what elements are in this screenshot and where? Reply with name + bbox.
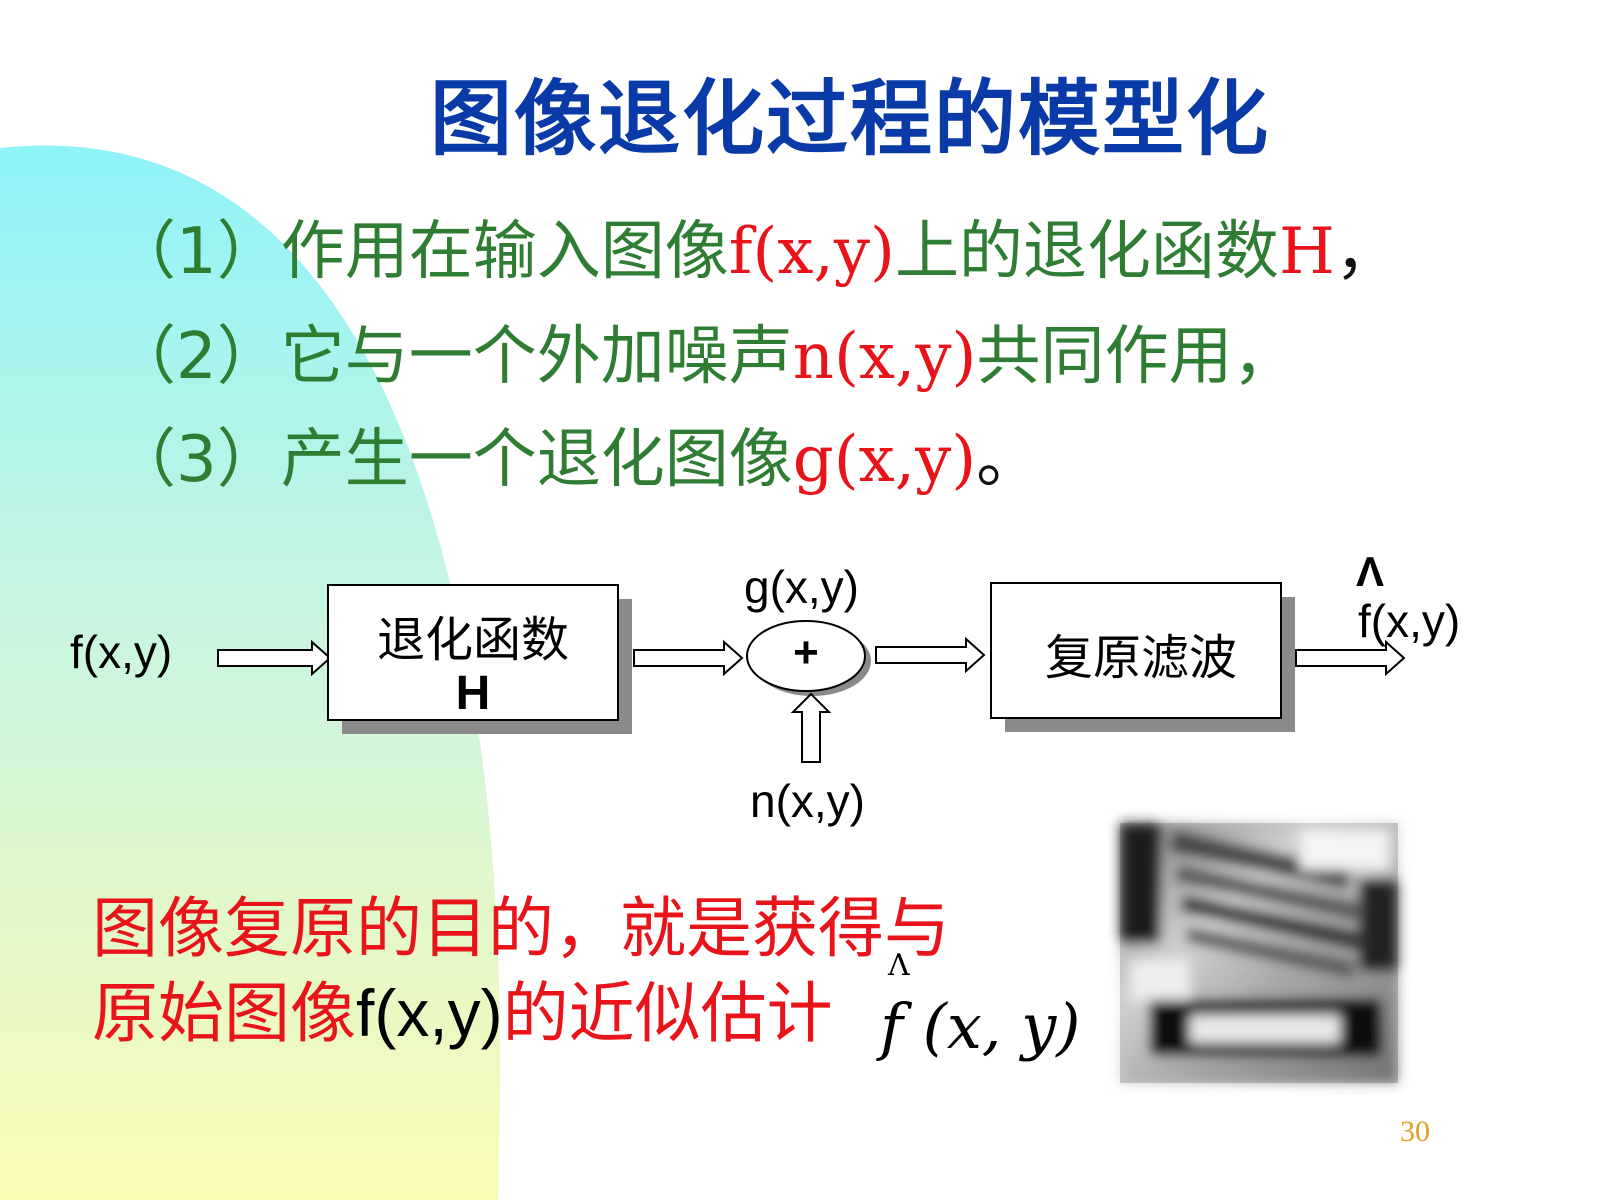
estimate-expr: f (x, y) bbox=[880, 990, 1081, 1063]
background-curve-shape bbox=[0, 145, 501, 1200]
point-2-text: 它与一个外加噪声 bbox=[280, 320, 793, 394]
estimate-hat: Λ bbox=[888, 948, 910, 983]
noise-label: n(x,y) bbox=[750, 775, 865, 827]
conclusion-line-2-pre: 原始图像 bbox=[92, 975, 356, 1052]
point-3-number: （3） bbox=[112, 423, 281, 497]
point-2-expr: n(x,y) bbox=[792, 320, 977, 394]
point-1: （1）作用在输入图像f(x,y)上的退化函数H， bbox=[112, 200, 1399, 292]
degradation-box bbox=[327, 584, 632, 734]
point-3-expr: g(x,y) bbox=[792, 423, 977, 497]
point-3: （3）产生一个退化图像g(x,y)。 bbox=[112, 408, 1040, 500]
point-1-text-2: 上的退化函数 bbox=[894, 215, 1279, 289]
arrow-to-sum bbox=[633, 639, 744, 677]
degradation-box-label: 退化函数 bbox=[376, 612, 569, 668]
blurred-photo-icon bbox=[1120, 823, 1398, 1083]
conclusion-expr: f(x,y) bbox=[356, 976, 503, 1050]
restoration-box-label: 复原滤波 bbox=[1044, 630, 1237, 686]
sum-symbol: + bbox=[793, 628, 819, 677]
point-3-end: 。 bbox=[976, 423, 1041, 497]
input-arrow bbox=[217, 639, 332, 677]
conclusion-line-1: 图像复原的目的，就是获得与 bbox=[92, 890, 950, 967]
point-2-text-2: 共同作用， bbox=[976, 320, 1297, 394]
point-2-number: （2） bbox=[112, 320, 281, 394]
conclusion-line-2-post: 的近似估计 bbox=[502, 975, 833, 1052]
output-arrow bbox=[1295, 639, 1406, 677]
restoration-box bbox=[990, 582, 1295, 732]
noise-arrow bbox=[790, 692, 832, 763]
page-number: 30 bbox=[1400, 1115, 1430, 1148]
point-2: （2）它与一个外加噪声n(x,y)共同作用， bbox=[112, 305, 1296, 397]
conclusion-line-2: 原始图像f(x,y)的近似估计 bbox=[92, 960, 833, 1056]
degradation-box-h: H bbox=[455, 667, 491, 720]
point-3-text: 产生一个退化图像 bbox=[280, 423, 793, 497]
arrow-to-restore bbox=[875, 636, 986, 674]
diagram-input-label: f(x,y) bbox=[70, 626, 173, 678]
point-1-expr: f(x,y) bbox=[728, 215, 895, 289]
point-1-number: （1） bbox=[112, 215, 281, 289]
point-1-text: 作用在输入图像 bbox=[280, 215, 729, 289]
output-label: f(x,y) bbox=[1358, 595, 1461, 647]
output-hat: Λ bbox=[1356, 548, 1385, 595]
point-1-end: ， bbox=[1334, 215, 1399, 289]
sum-output-label: g(x,y) bbox=[744, 561, 859, 613]
point-1-expr-2: H bbox=[1278, 215, 1335, 289]
slide-title: 图像退化过程的模型化 bbox=[429, 72, 1270, 167]
sum-node bbox=[746, 620, 871, 696]
